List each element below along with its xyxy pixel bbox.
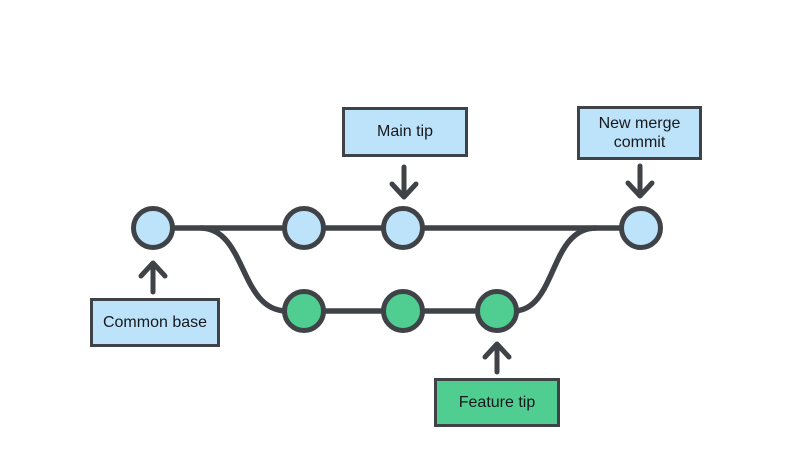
common-base-label: Common base [90,298,220,347]
merge-curve [511,225,599,314]
new-merge-commit-label-text: New merge commit [598,114,681,151]
new-merge-commit-label: New merge commit [577,106,702,160]
common-base-label-text: Common base [102,313,208,331]
main-tip-arrow-down-icon [389,164,419,200]
commit-feature-tip [475,289,519,333]
feature-tip-label-text: Feature tip [458,393,536,411]
new-merge-commit-arrow-down-icon [625,163,655,199]
common-base-arrow-up-icon [138,260,168,295]
feature-tip-label: Feature tip [434,378,560,427]
commit-feature-1 [282,289,326,333]
main-tip-label-text: Main tip [376,123,434,141]
commit-main-1 [282,206,326,250]
commit-feature-2 [381,289,425,333]
commit-main-tip [381,206,425,250]
commit-new-merge [619,206,663,250]
fork-curve [198,225,290,314]
main-tip-label: Main tip [342,107,468,157]
feature-tip-arrow-up-icon [482,341,512,375]
commit-common-base [131,206,175,250]
